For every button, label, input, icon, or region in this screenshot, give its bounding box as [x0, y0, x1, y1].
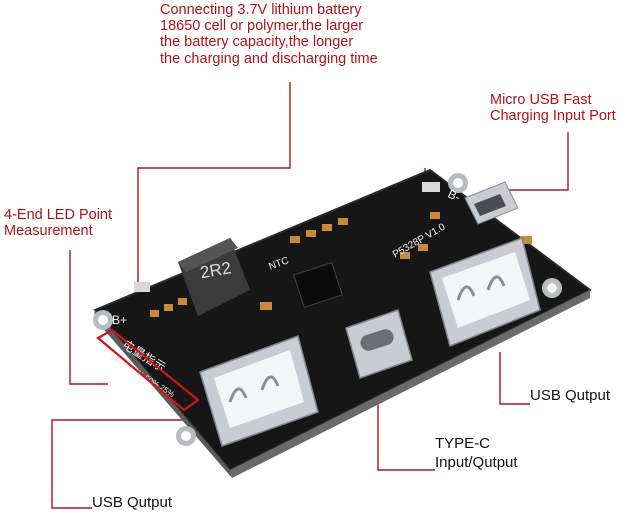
battery-minus-pad — [422, 182, 440, 192]
type-c-annotation-line: Input/Qutput — [435, 453, 518, 471]
type-c-annotation: TYPE-C Input/Qutput — [435, 435, 518, 473]
type-c-annotation-line: TYPE-C — [435, 435, 491, 452]
battery-annotation-line: the battery capacity,the longer — [160, 34, 354, 51]
battery-plus-pad — [134, 282, 150, 292]
led-highlight-box — [96, 328, 200, 412]
battery-annotation: Connecting 3.7V lithium battery 18650 ce… — [160, 2, 430, 67]
micro-usb-annotation-line: Micro USB Fast — [490, 92, 592, 108]
charging-board: 2R2 B+ B- NTC P5328P V1.0 电量指 — [93, 168, 592, 478]
usb-c-port — [345, 309, 413, 379]
usb-a-port-right — [429, 237, 541, 348]
micro-usb-port — [464, 181, 519, 225]
b-minus-label: B- — [446, 187, 463, 205]
led-annotation: 4-End LED Point Measurement — [4, 207, 144, 239]
battery-annotation-line: the charging and discharging time — [160, 50, 378, 67]
usb-a-port-left — [199, 335, 319, 447]
led-annotation-line: Measurement — [4, 223, 93, 240]
micro-usb-leader — [505, 132, 569, 191]
usb-right-leader — [499, 352, 530, 405]
usb-output-left-annotation: USB Qutput — [92, 494, 173, 511]
ic-chip — [293, 262, 343, 308]
leader-lines — [51, 82, 569, 509]
micro-usb-annotation-line: Charging Input Port — [490, 108, 616, 125]
b-plus-label: B+ — [112, 313, 127, 327]
usb-left-leader — [51, 419, 208, 509]
inductor: 2R2 — [178, 238, 250, 316]
smd-components — [150, 212, 532, 317]
led-leader — [69, 250, 108, 385]
usb-output-right-annotation: USB Qutput — [530, 387, 611, 404]
battery-annotation-line: Connecting 3.7V lithium battery — [160, 2, 362, 18]
micro-usb-annotation: Micro USB Fast Charging Input Port — [490, 92, 640, 124]
led-annotation-line: 4-End LED Point — [4, 207, 113, 223]
battery-leader — [137, 82, 291, 288]
battery-annotation-line: 18650 cell or polymer,the larger — [160, 18, 364, 35]
